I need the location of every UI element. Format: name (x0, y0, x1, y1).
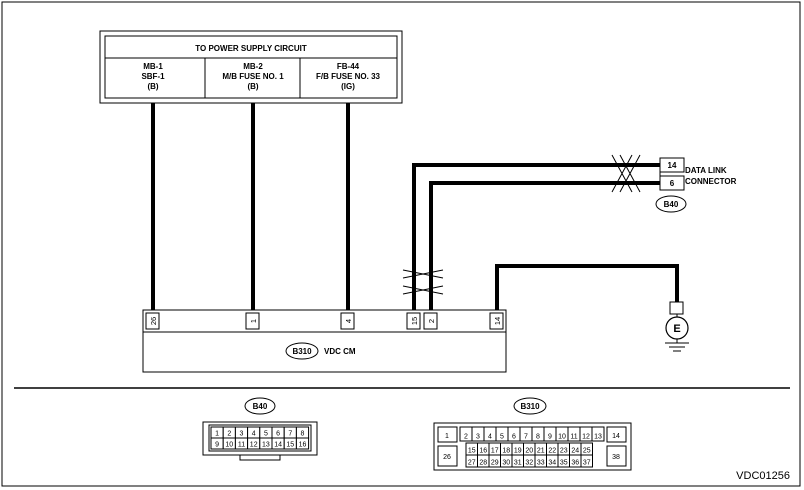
dlc-pin-top: 14 (668, 161, 677, 170)
b310-pin-label: 30 (502, 460, 510, 467)
b310-pin-label: 24 (571, 448, 579, 455)
dlc-label-line2: CONNECTOR (685, 177, 737, 186)
b310-pin-label: 20 (525, 448, 533, 455)
vdc-control-module: 26 1 4 15 2 14 B310 VDC CM (142, 309, 507, 373)
b40-pin-label: 5 (264, 431, 268, 438)
twisted-pair-mark-upper (611, 154, 641, 193)
b40-pin-label: 6 (276, 431, 280, 438)
b310-pin-label: 13 (594, 434, 602, 441)
b310-pin-label: 31 (514, 460, 522, 467)
b310-pin-label: 7 (524, 434, 528, 441)
b310-pin-label: 23 (560, 448, 568, 455)
power-col-1-line3: (B) (147, 82, 158, 91)
b40-pin-label: 1 (215, 431, 219, 438)
vdc-pin-1: 1 (249, 319, 258, 323)
b310-pin-label: 27 (468, 460, 476, 467)
wire-pin-15-to-dlc-14 (412, 163, 660, 310)
vdc-pin-14: 14 (493, 317, 502, 325)
b40-pin-label: 11 (238, 442, 245, 449)
dlc-pin-bottom: 6 (670, 179, 675, 188)
b40-pin-label: 15 (286, 442, 294, 449)
b40-view-code: B40 (253, 402, 268, 411)
b310-pin-label: 32 (525, 460, 533, 467)
b310-pin-label: 33 (537, 460, 545, 467)
b310-pin-label: 4 (488, 434, 492, 441)
power-col-2-line2: M/B FUSE NO. 1 (222, 72, 284, 81)
b310-pin-label: 9 (548, 434, 552, 441)
b310-pin-label: 16 (479, 448, 487, 455)
b310-pin-label: 17 (491, 448, 499, 455)
b310-pin-label: 19 (514, 448, 522, 455)
b310-pin-label: 2 (464, 434, 468, 441)
power-col-3-line3: (IG) (341, 82, 355, 91)
b310-pin-label: 18 (502, 448, 510, 455)
b40-pin-label: 16 (299, 442, 307, 449)
wires (151, 103, 679, 310)
power-supply-title: TO POWER SUPPLY CIRCUIT (195, 44, 307, 53)
data-link-connector: 14 6 DATA LINK CONNECTOR B40 (655, 157, 737, 213)
power-col-3-line2: F/B FUSE NO. 33 (316, 72, 381, 81)
b40-pin-label: 14 (274, 442, 282, 449)
vdc-pin-15: 15 (410, 317, 419, 325)
power-col-2-line1: MB-2 (243, 62, 263, 71)
b310-pin-26: 26 (443, 454, 451, 461)
b310-pin-label: 21 (537, 448, 545, 455)
power-col-1-line2: SBF-1 (141, 72, 165, 81)
power-supply-box: TO POWER SUPPLY CIRCUIT MB-1 SBF-1 (B) M… (99, 30, 403, 104)
b310-pin-label: 37 (583, 460, 591, 467)
twisted-pair-mark-lower (402, 269, 444, 295)
dlc-label-line1: DATA LINK (685, 166, 727, 175)
b310-pin-label: 5 (500, 434, 504, 441)
b310-pin-label: 35 (560, 460, 568, 467)
wire-pin-14-to-ground (495, 264, 679, 310)
ground-letter: E (673, 323, 680, 335)
vdc-pin-2: 2 (427, 319, 436, 323)
b310-view-code: B310 (520, 402, 540, 411)
b310-pin-label: 28 (479, 460, 487, 467)
wire-pin-2-to-dlc-6 (429, 181, 660, 310)
power-col-1-line1: MB-1 (143, 62, 163, 71)
b310-pin-label: 6 (512, 434, 516, 441)
power-col-2-line3: (B) (247, 82, 258, 91)
b310-pin-14: 14 (612, 433, 620, 440)
b310-pin-label: 8 (536, 434, 540, 441)
power-col-3-line1: FB-44 (337, 62, 360, 71)
vdc-connector-code: B310 (292, 347, 312, 356)
b40-pin-label: 13 (262, 442, 270, 449)
b40-pin-label: 3 (240, 431, 244, 438)
b310-pin-label: 36 (571, 460, 579, 467)
b40-pin-label: 8 (301, 431, 305, 438)
b40-pin-label: 12 (250, 442, 258, 449)
b310-pin-cell (591, 426, 605, 442)
b310-pin-label: 34 (548, 460, 556, 467)
ground-symbol: E (665, 301, 689, 352)
vdc-pin-4: 4 (344, 319, 353, 323)
b310-pin-label: 3 (476, 434, 480, 441)
b310-pin-label: 25 (583, 448, 591, 455)
b310-pin-38: 38 (612, 454, 620, 461)
b40-pin-cell (295, 437, 310, 450)
dlc-connector-code: B40 (664, 200, 679, 209)
b310-pin-label: 15 (468, 448, 476, 455)
b310-pin-1: 1 (445, 433, 449, 440)
b40-pin-label: 4 (252, 431, 256, 438)
b310-pin-label: 12 (582, 434, 590, 441)
vdc-label: VDC CM (324, 347, 356, 356)
diagram-code: VDC01256 (736, 470, 790, 482)
b310-pin-label: 10 (558, 434, 566, 441)
b40-pin-label: 10 (225, 442, 233, 449)
vdc-pin-26: 26 (149, 317, 158, 325)
b40-pin-label: 9 (215, 442, 219, 449)
b310-pin-label: 22 (548, 448, 556, 455)
b310-pin-label: 29 (491, 460, 499, 467)
b40-pin-label: 2 (227, 431, 231, 438)
b310-pin-cell (580, 454, 593, 468)
b40-pin-label: 7 (288, 431, 292, 438)
b310-pin-label: 11 (570, 434, 577, 441)
